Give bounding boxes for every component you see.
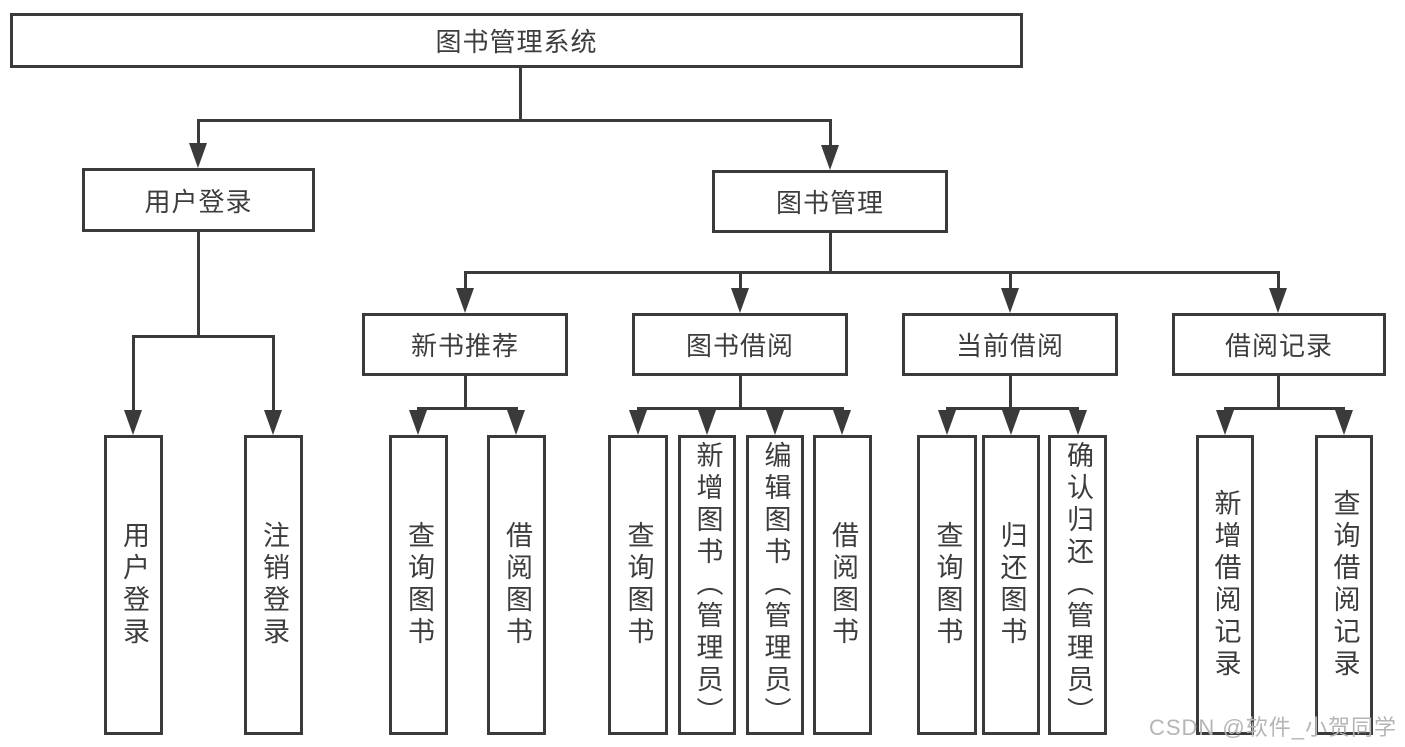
arrow-down-icon (124, 410, 142, 435)
connector-line (464, 376, 467, 409)
leaf-logout: 注销登录 (244, 435, 303, 735)
connector-line (1009, 376, 1012, 409)
leaf-label: 编辑图书（管理员） (760, 441, 791, 729)
connector-line (197, 119, 832, 122)
csdn-watermark: CSDN @软件_小贺同学 (1148, 715, 1397, 740)
leaf-label: 归还图书 (996, 521, 1027, 649)
connector-line (1009, 271, 1012, 289)
arrow-down-icon (698, 410, 716, 435)
leaf-label: 查询图书 (932, 521, 963, 649)
node-user-login: 用户登录 (82, 168, 315, 232)
node-book-management: 图书管理 (712, 170, 948, 233)
arrow-down-icon (731, 288, 749, 313)
connector-line (132, 335, 275, 338)
node-root: 图书管理系统 (10, 13, 1023, 68)
leaf-label: 新增图书（管理员） (692, 441, 723, 729)
leaf-query-borrow-record: 查询借阅记录 (1315, 435, 1373, 735)
leaf-label: 查询借阅记录 (1329, 489, 1360, 681)
leaf-query-books-recommend: 查询图书 (389, 435, 448, 735)
leaf-edit-books-admin: 编辑图书（管理员） (746, 435, 804, 735)
leaf-user-login: 用户登录 (104, 435, 163, 735)
leaf-label: 新增借阅记录 (1210, 489, 1241, 681)
arrow-down-icon (409, 410, 427, 435)
leaf-query-books-borrow: 查询图书 (608, 435, 668, 735)
leaf-label: 查询图书 (623, 521, 654, 649)
connector-line (739, 271, 742, 289)
leaf-borrow-books-recommend: 借阅图书 (487, 435, 546, 735)
leaf-borrow-books: 借阅图书 (813, 435, 872, 735)
connector-line (1277, 376, 1280, 409)
node-new-book-recommend: 新书推荐 (362, 313, 568, 376)
connector-line (637, 407, 844, 410)
connector-line (739, 376, 742, 409)
connector-line (946, 407, 1079, 410)
arrow-down-icon (264, 410, 282, 435)
arrow-down-icon (821, 145, 839, 170)
arrow-down-icon (833, 410, 851, 435)
connector-line (464, 271, 467, 289)
connector-line (197, 232, 200, 338)
leaf-confirm-return-admin: 确认归还（管理员） (1048, 435, 1107, 735)
connector-line (272, 335, 275, 412)
connector-line (132, 335, 135, 412)
leaf-label: 查询图书 (404, 521, 434, 649)
node-book-borrowing: 图书借阅 (632, 313, 848, 376)
arrow-down-icon (456, 288, 474, 313)
arrow-down-icon (1216, 410, 1234, 435)
arrow-down-icon (189, 143, 207, 168)
arrow-down-icon (1069, 410, 1087, 435)
connector-line (197, 119, 200, 145)
connector-line (417, 407, 518, 410)
leaf-label: 确认归还（管理员） (1063, 441, 1093, 729)
leaf-return-books: 归还图书 (982, 435, 1040, 735)
arrow-down-icon (1269, 288, 1287, 313)
node-borrow-records: 借阅记录 (1172, 313, 1386, 376)
connector-line (1277, 271, 1280, 289)
arrow-down-icon (507, 410, 525, 435)
leaf-label: 借阅图书 (828, 521, 858, 649)
connector-line (464, 271, 1280, 274)
leaf-label: 借阅图书 (502, 521, 532, 649)
arrow-down-icon (1002, 410, 1020, 435)
leaf-query-books-current: 查询图书 (917, 435, 977, 735)
connector-line (829, 233, 832, 273)
leaf-add-borrow-record: 新增借阅记录 (1196, 435, 1254, 735)
leaf-label: 注销登录 (259, 521, 289, 649)
node-current-borrowing: 当前借阅 (902, 313, 1118, 376)
leaf-label: 用户登录 (119, 521, 149, 649)
connector-line (1224, 407, 1345, 410)
connector-line (519, 68, 522, 121)
arrow-down-icon (766, 410, 784, 435)
arrow-down-icon (938, 410, 956, 435)
arrow-down-icon (1001, 288, 1019, 313)
arrow-down-icon (629, 410, 647, 435)
arrow-down-icon (1335, 410, 1353, 435)
connector-line (829, 119, 832, 147)
leaf-add-books-admin: 新增图书（管理员） (678, 435, 736, 735)
